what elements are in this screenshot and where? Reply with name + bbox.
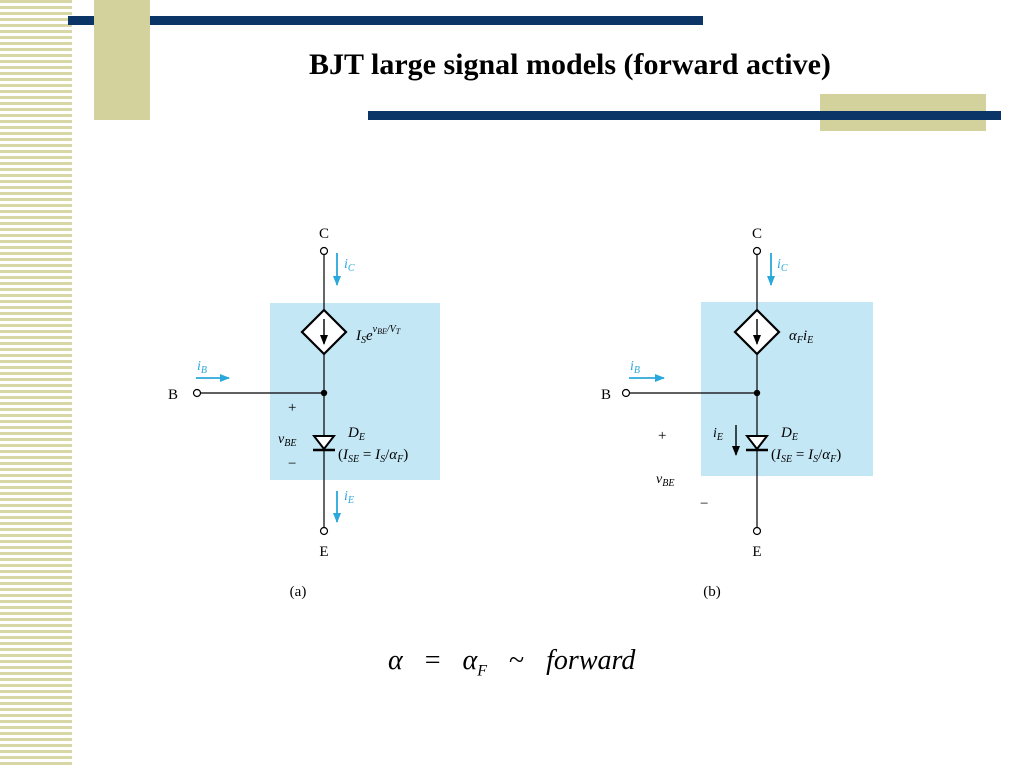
left-stripe-decoration xyxy=(0,0,72,768)
minus-sign-b: − xyxy=(700,496,708,512)
emitter-label-a: E xyxy=(319,544,328,560)
base-label-b: B xyxy=(601,387,611,403)
ic-label-a: iC xyxy=(344,257,355,274)
vbe-label-b: vBE xyxy=(656,472,674,489)
diode-b xyxy=(744,435,770,451)
circuit-b: C iC αFiE B iB iE DE (ISE = IS/αF) + vBE… xyxy=(601,226,873,600)
formula-tilde: ~ xyxy=(508,645,525,676)
base-label-a: B xyxy=(168,387,178,403)
collector-label-a: C xyxy=(319,226,329,242)
diode-a xyxy=(311,435,337,451)
top-left-accent-block xyxy=(94,0,150,120)
model-box-b xyxy=(701,302,873,476)
collector-terminal-a xyxy=(319,246,329,256)
model-box-a xyxy=(270,303,440,480)
base-terminal-b xyxy=(621,388,631,398)
ie-inner-label-b: iE xyxy=(713,426,723,443)
base-terminal-a xyxy=(192,388,202,398)
plus-sign-a: + xyxy=(288,400,296,416)
emitter-terminal-a xyxy=(319,526,329,536)
collector-terminal-b xyxy=(752,246,762,256)
emitter-label-b: E xyxy=(752,544,761,560)
collector-label-b: C xyxy=(752,226,762,242)
top-accent-bar xyxy=(68,16,703,25)
right-accent-bar xyxy=(368,111,1001,120)
plus-sign-b: + xyxy=(658,428,666,444)
caption-a: (a) xyxy=(290,584,307,600)
formula-alpha-f: α xyxy=(462,645,478,676)
circuit-a: C iC ISevBE/VT B iB DE (ISE = IS/αF) + v… xyxy=(168,226,440,600)
minus-sign-a: − xyxy=(288,456,296,472)
formula-word: forward xyxy=(546,645,636,676)
ic-label-b: iC xyxy=(777,257,788,274)
emitter-terminal-b xyxy=(752,526,762,536)
ie-label-a: iE xyxy=(344,489,354,506)
ib-label-b: iB xyxy=(630,359,640,376)
formula-alpha: α xyxy=(388,645,403,676)
formula-subscript-f: F xyxy=(477,662,487,680)
slide-title: BJT large signal models (forward active) xyxy=(309,48,831,81)
formula-equals: = xyxy=(424,645,441,676)
caption-b: (b) xyxy=(703,584,721,600)
alpha-formula: α = αF ~ forward xyxy=(388,645,635,681)
ib-label-a: iB xyxy=(197,359,207,376)
